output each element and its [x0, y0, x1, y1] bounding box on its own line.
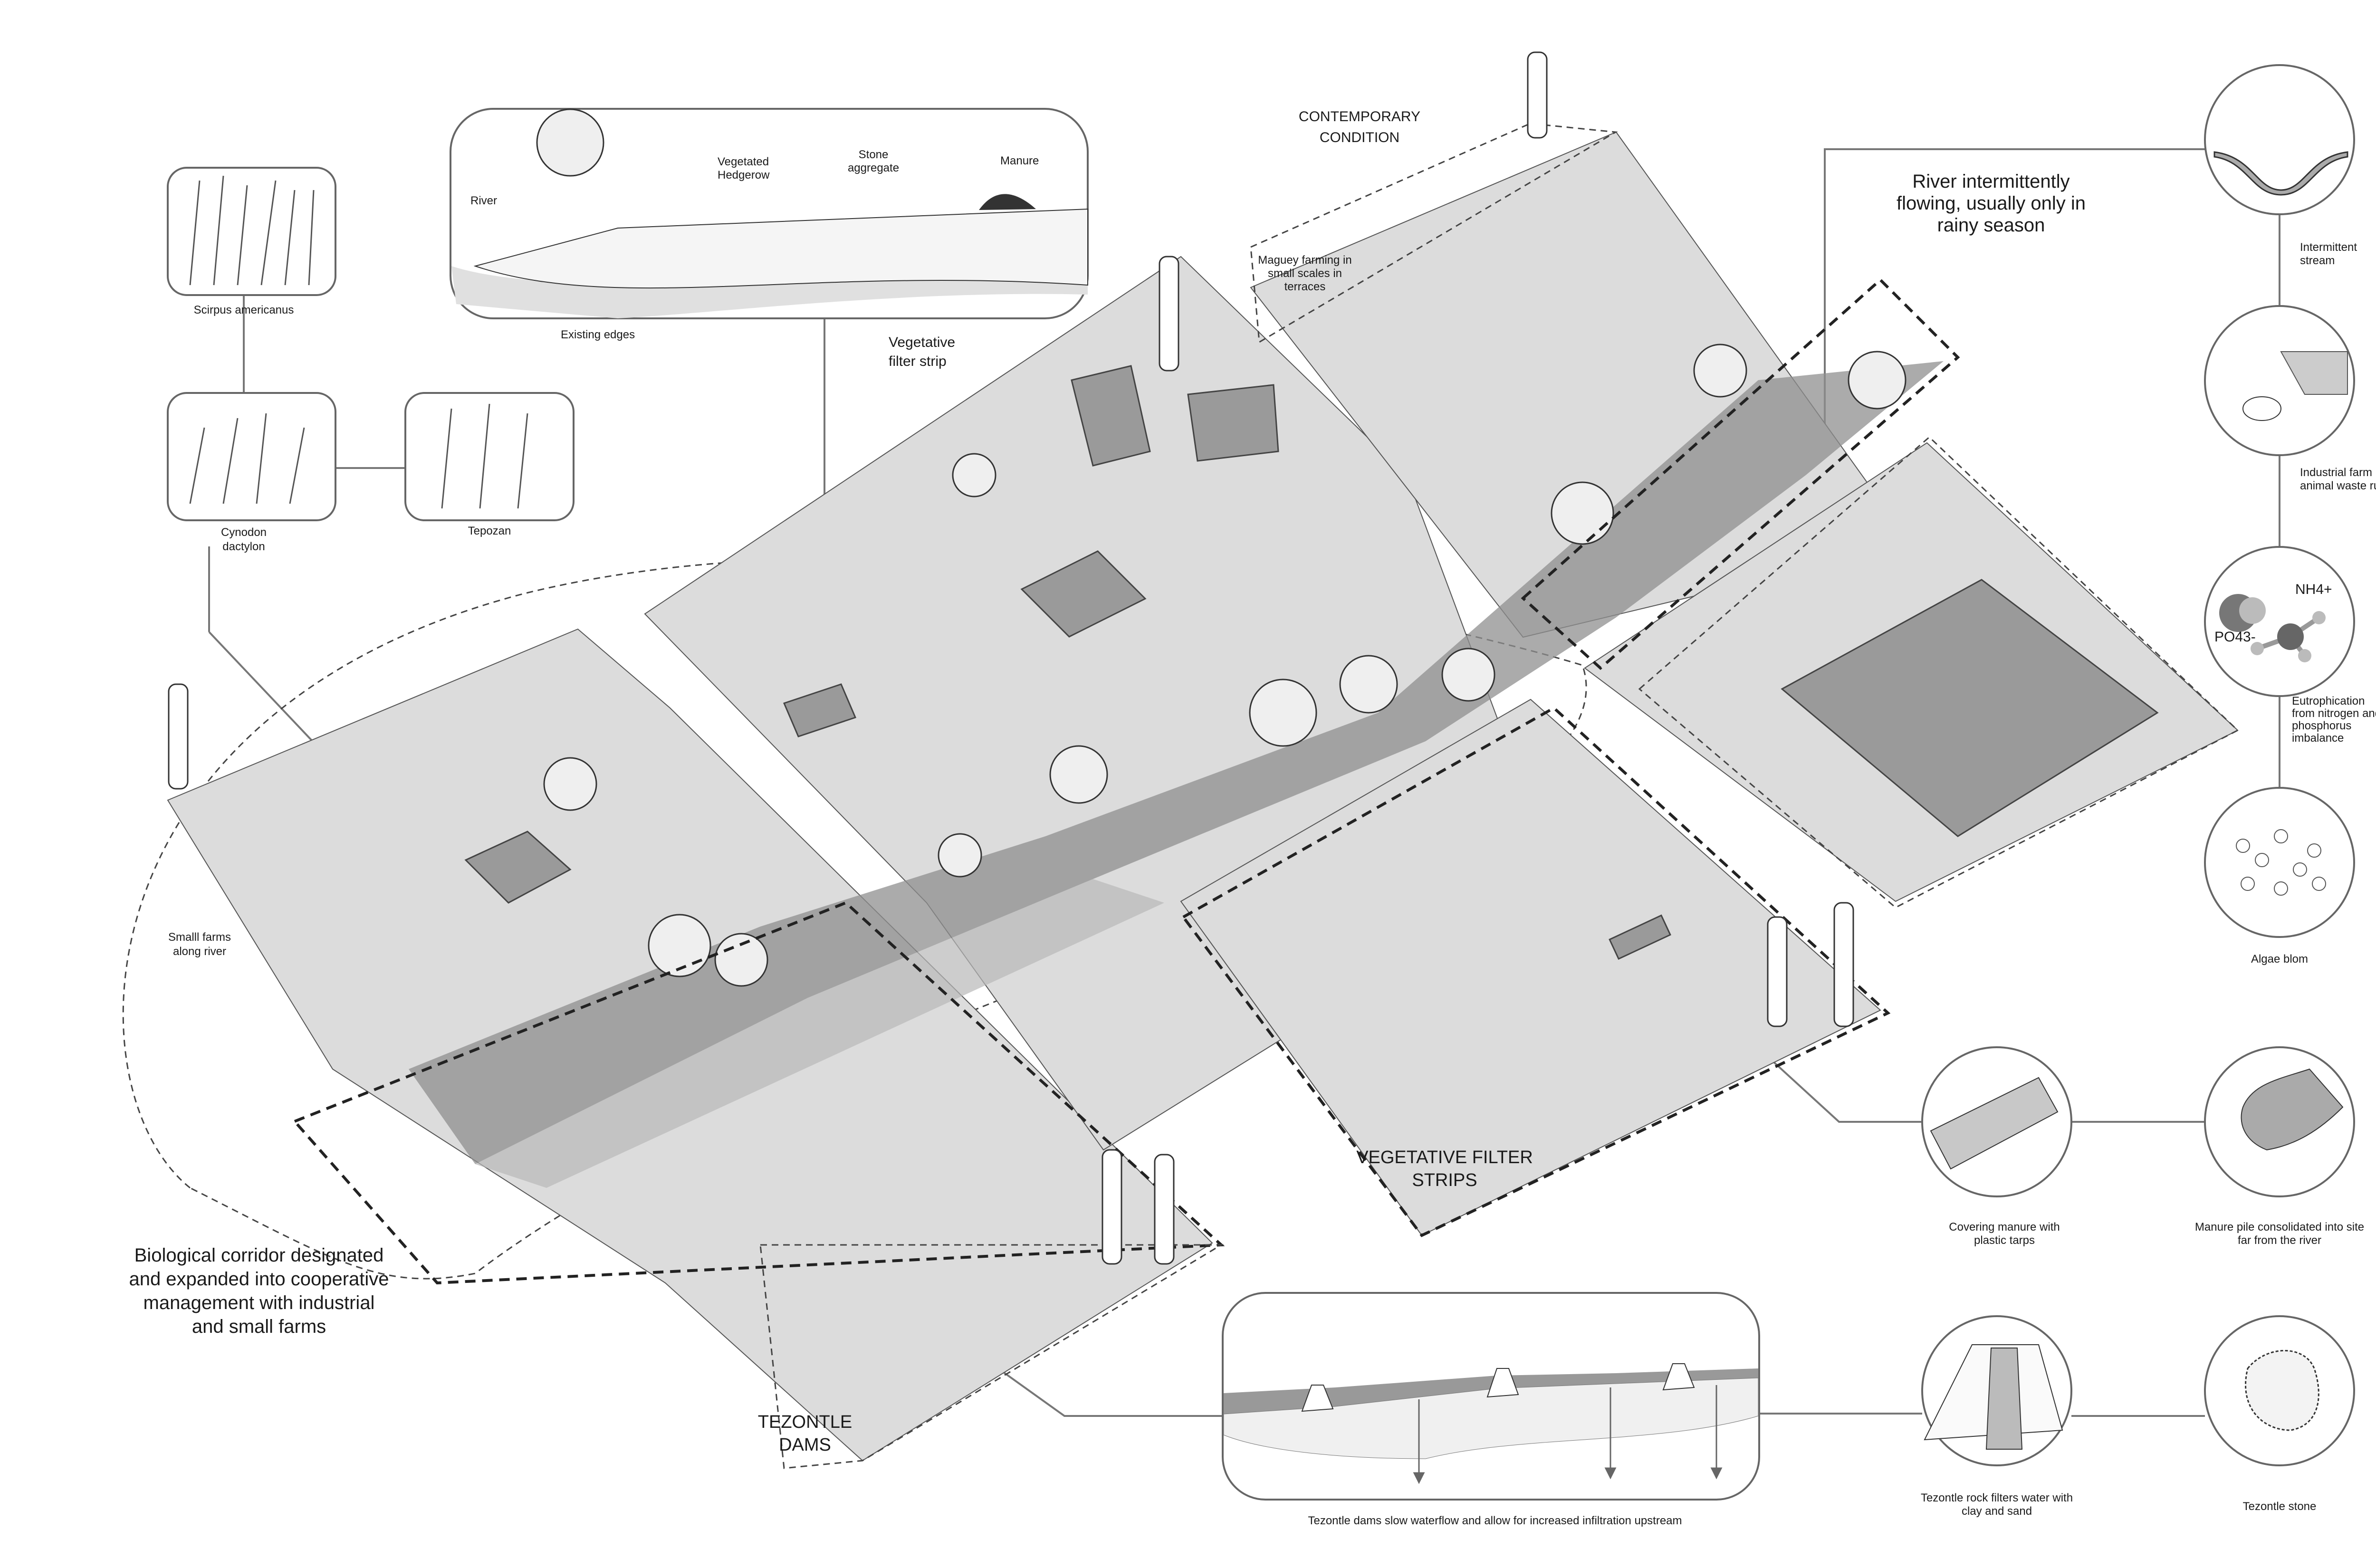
manure-pile-illustration	[2241, 1068, 2344, 1151]
greenhouse-outline	[1638, 436, 2239, 908]
cynodon-callout	[167, 392, 336, 521]
buildings	[464, 365, 2159, 960]
tepozan-illustration	[441, 403, 528, 509]
river-label: River	[470, 194, 497, 207]
industrial-runoff-circle	[2204, 305, 2355, 456]
tepozan-label: Tepozan	[468, 525, 511, 537]
small-farms-outline	[759, 1244, 1224, 1469]
cynodon-illustration	[189, 413, 305, 504]
greenhouse	[1781, 579, 2159, 837]
existing-edges-caption: Existing edges	[561, 328, 635, 341]
cow-icon	[2280, 351, 2348, 395]
dam-core-icon	[1985, 1348, 2023, 1450]
dams-section-caption: Tezontle dams slow waterflow and allow f…	[1308, 1514, 1682, 1527]
maguey-outline	[1250, 123, 1618, 344]
tezontle-dam-icons	[1301, 1363, 1695, 1412]
eutrophication-circle	[2204, 546, 2355, 697]
algae-icon	[2236, 829, 2326, 896]
tezontle-stone-icon	[2245, 1350, 2319, 1431]
manure-pile-icon	[979, 194, 1036, 210]
river-corridor	[409, 361, 1944, 1164]
soil-layer	[1223, 1377, 1759, 1459]
chicken-icon	[2242, 396, 2281, 421]
algae-circle	[2204, 787, 2355, 938]
person-figures	[168, 51, 1854, 1265]
parcel-pasture	[1180, 698, 1881, 1236]
po4-label: PO43-	[2214, 629, 2256, 645]
stream-channel-icon	[2213, 151, 2348, 196]
scirpus-callout	[167, 167, 336, 296]
tezontle-stone-label: Tezontle stone	[2243, 1500, 2317, 1513]
intermittent-stream-circle	[2204, 64, 2355, 215]
tepozan-callout	[404, 392, 575, 521]
existing-edges-soil	[473, 208, 1088, 289]
river-bank	[475, 879, 1164, 1188]
scirpus-illustration	[189, 175, 315, 286]
vegetative-filter-strips-outline	[1181, 706, 1891, 1237]
algae-label: Algae blom	[2251, 953, 2308, 966]
tarp-icon	[1930, 1077, 2059, 1170]
infiltration-arrows	[1413, 1385, 1723, 1484]
trees	[543, 344, 1907, 987]
molecule-icon	[2219, 594, 2326, 662]
study-area-outline	[122, 557, 1587, 1280]
nh4-label: NH4+	[2295, 582, 2332, 597]
water-layer	[1224, 1368, 1758, 1414]
scirpus-label: Scirpus americanus	[194, 304, 294, 316]
contemporary-condition-outline	[1521, 277, 1960, 670]
manure-label: Manure	[1000, 154, 1039, 167]
